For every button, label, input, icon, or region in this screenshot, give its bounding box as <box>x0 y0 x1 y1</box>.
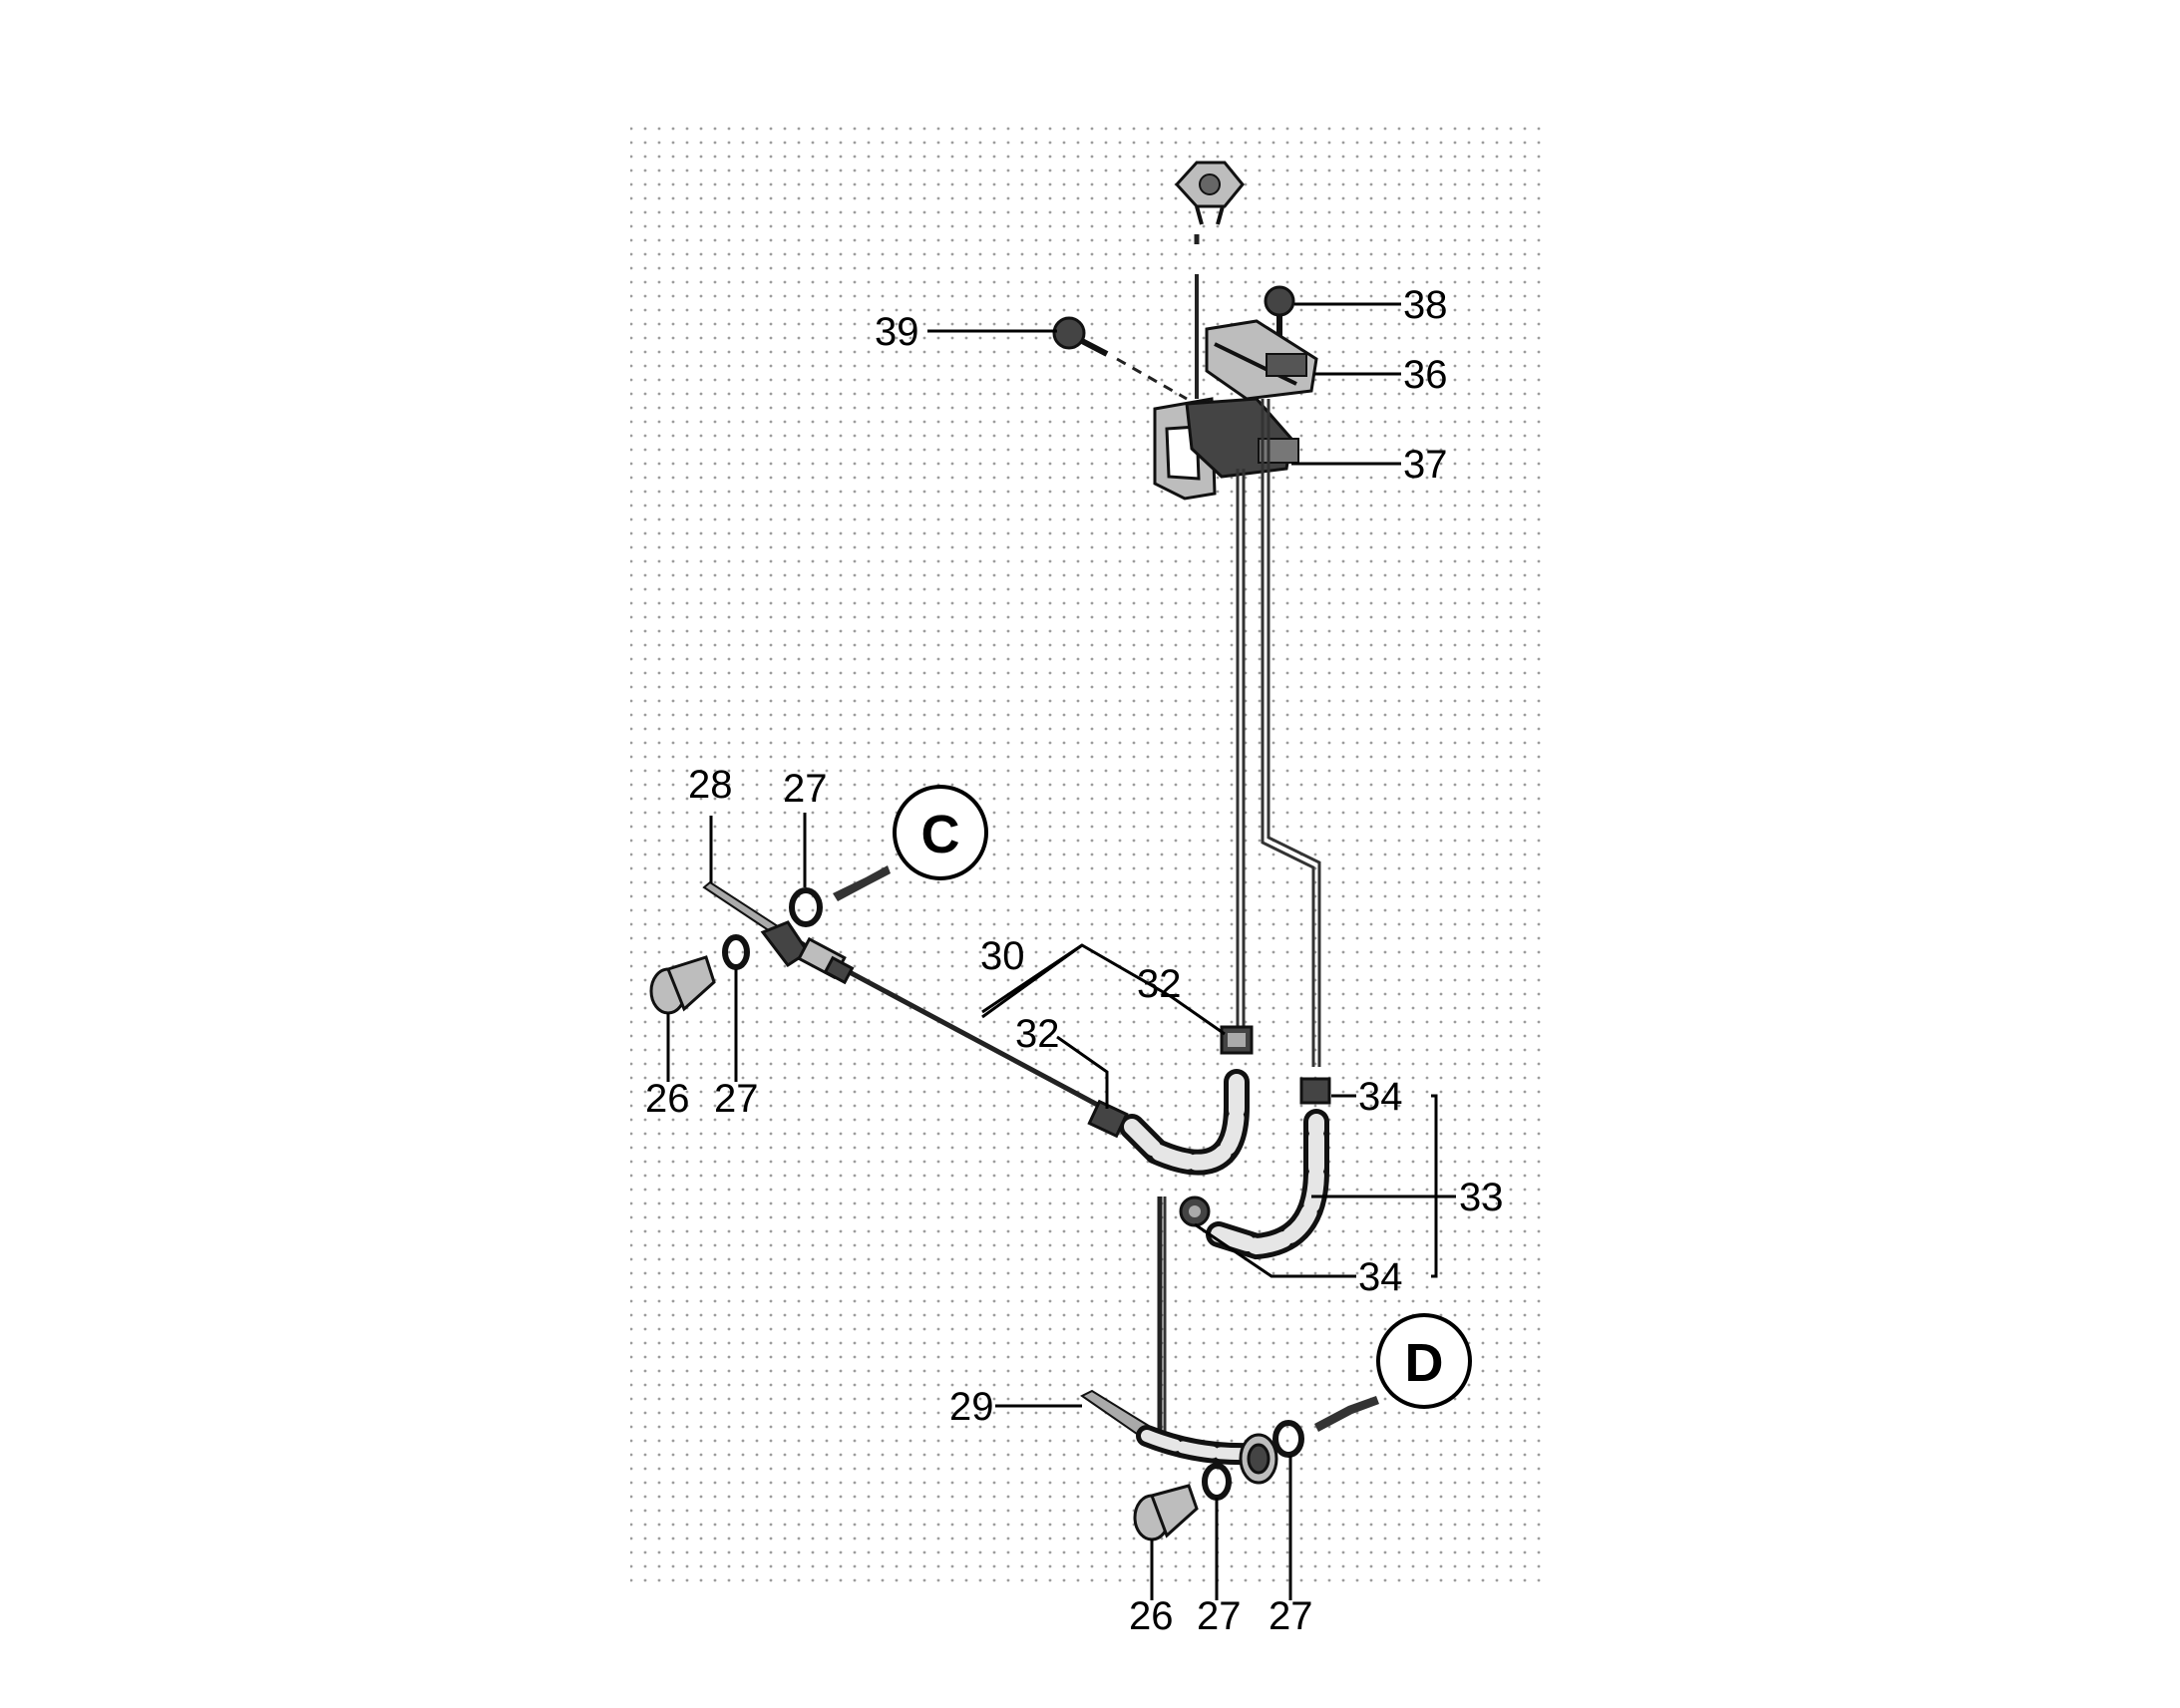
label-26-left: 26 <box>645 1077 690 1121</box>
bracket-37-part <box>1153 397 1299 501</box>
top-nut <box>1174 161 1245 225</box>
washer-27-bottom-b-part <box>1272 1420 1304 1458</box>
arrow-to-d <box>1314 1396 1379 1432</box>
leader-30 <box>981 943 1226 1036</box>
hose-33-inner <box>1211 1114 1324 1255</box>
bracket-33 <box>1431 1094 1438 1278</box>
label-37: 37 <box>1403 443 1448 487</box>
vertical-pipe-right-b <box>1267 399 1321 1067</box>
leader-30-b <box>981 943 1083 1014</box>
left-cable <box>816 952 1107 1112</box>
clamp-34-upper-part <box>1299 1077 1331 1105</box>
bolt-39-part <box>1052 316 1188 401</box>
hose-30-inner <box>1124 1074 1245 1171</box>
label-36: 36 <box>1403 353 1448 397</box>
label-34-lower: 34 <box>1358 1255 1403 1299</box>
washer-27-left-part <box>722 934 750 970</box>
label-27-left: 27 <box>714 1077 759 1121</box>
vertical-pipe-right <box>1261 399 1315 1067</box>
label-26-bottom: 26 <box>1129 1594 1174 1638</box>
arrow-to-c <box>833 865 891 901</box>
label-28: 28 <box>688 763 733 807</box>
leader-34-lower <box>1194 1222 1356 1278</box>
clamp-32-lower-part <box>1087 1099 1129 1139</box>
washer-27-top-part <box>789 887 823 927</box>
label-38: 38 <box>1403 283 1448 327</box>
label-29: 29 <box>949 1385 994 1429</box>
label-32-upper: 32 <box>1137 962 1182 1006</box>
label-34-upper: 34 <box>1358 1075 1403 1119</box>
fitting-29-end-part <box>1239 1433 1278 1485</box>
leader-32-lower <box>1056 1035 1109 1109</box>
label-39: 39 <box>875 310 919 354</box>
label-32-lower: 32 <box>1015 1012 1060 1056</box>
callout-d: D <box>1376 1313 1472 1409</box>
label-27-top: 27 <box>783 767 828 811</box>
connector-left-part <box>797 936 855 985</box>
callout-d-label: D <box>1405 1333 1444 1393</box>
label-27-bottom-b: 27 <box>1269 1594 1313 1638</box>
label-30: 30 <box>980 934 1025 978</box>
bolt-26-left-part <box>649 955 716 1015</box>
bolt-26-bottom-part <box>1133 1484 1199 1541</box>
label-33: 33 <box>1459 1176 1504 1219</box>
clamp-32-upper-part <box>1220 1025 1254 1055</box>
callout-c-label: C <box>921 805 960 864</box>
label-27-bottom-a: 27 <box>1197 1594 1242 1638</box>
clamp-34-lower-part <box>1179 1196 1211 1227</box>
callout-c: C <box>893 785 988 880</box>
bracket-36-part <box>1205 319 1318 401</box>
